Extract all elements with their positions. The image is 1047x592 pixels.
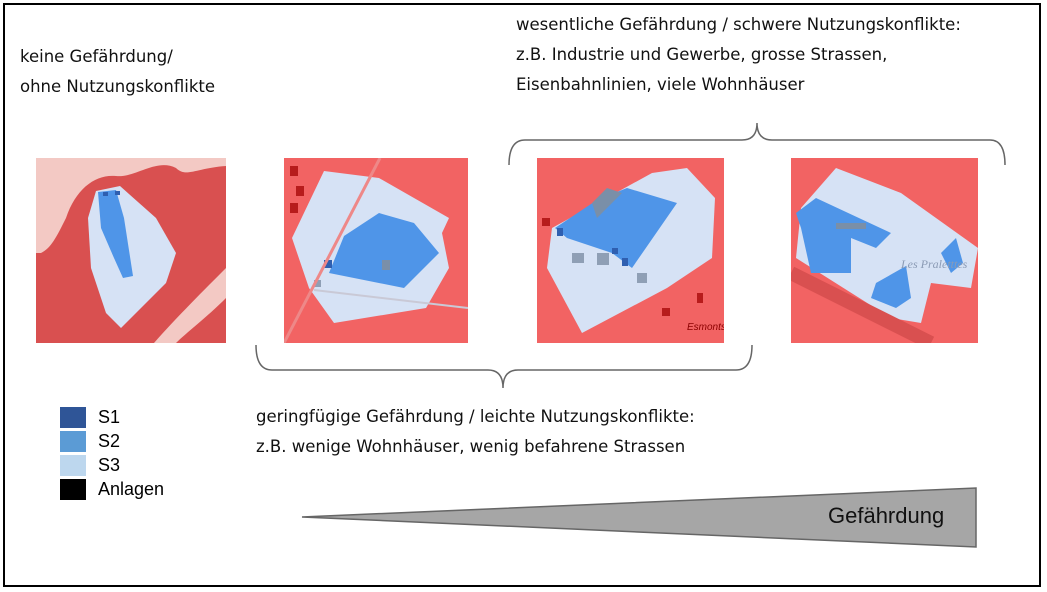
legend-item-s2: S2 (60, 429, 164, 453)
map-minor-risk-1 (284, 158, 468, 343)
legend-label: S3 (98, 454, 121, 475)
legend-item-anlagen: Anlagen (60, 477, 164, 501)
minor-risk-line-1: geringfügige Gefährdung / leichte Nutzun… (256, 407, 695, 426)
legend: S1 S2 S3 Anlagen (60, 405, 164, 501)
legend-swatch (60, 478, 86, 500)
severe-risk-bracket (508, 122, 1006, 166)
minor-risk-line-2: z.B. wenige Wohnhäuser, wenig befahrene … (256, 437, 686, 456)
legend-label: S2 (98, 430, 121, 451)
map-severe-risk-2: Les Praletttes (791, 158, 978, 343)
map-place-label: Esmonts (687, 322, 724, 333)
legend-swatch (60, 406, 86, 428)
severe-risk-line-2: z.B. Industrie und Gewerbe, grosse Stras… (516, 45, 888, 64)
minor-risk-bracket (255, 344, 753, 389)
severe-risk-label: wesentliche Gefährdung / schwere Nutzung… (516, 10, 961, 100)
no-risk-line-1: keine Gefährdung/ (20, 47, 173, 66)
diagram-frame (3, 3, 1041, 587)
severe-risk-line-3: Eisenbahnlinien, viele Wohnhäuser (516, 75, 805, 94)
minor-risk-label: geringfügige Gefährdung / leichte Nutzun… (256, 402, 695, 462)
legend-swatch (60, 454, 86, 476)
legend-label: S1 (98, 406, 121, 427)
legend-swatch (60, 430, 86, 452)
severe-risk-line-1: wesentliche Gefährdung / schwere Nutzung… (516, 15, 961, 34)
map-place-label: Les Praletttes (900, 257, 968, 271)
legend-label: Anlagen (98, 478, 165, 499)
risk-wedge-label: Gefährdung (828, 503, 945, 528)
risk-gradient-wedge (301, 487, 977, 548)
map-no-risk (36, 158, 226, 343)
no-risk-label: keine Gefährdung/ ohne Nutzungskonflikte (20, 42, 215, 102)
legend-item-s1: S1 (60, 405, 164, 429)
map-severe-risk-1: Esmonts (537, 158, 724, 343)
legend-item-s3: S3 (60, 453, 164, 477)
no-risk-line-2: ohne Nutzungskonflikte (20, 77, 215, 96)
